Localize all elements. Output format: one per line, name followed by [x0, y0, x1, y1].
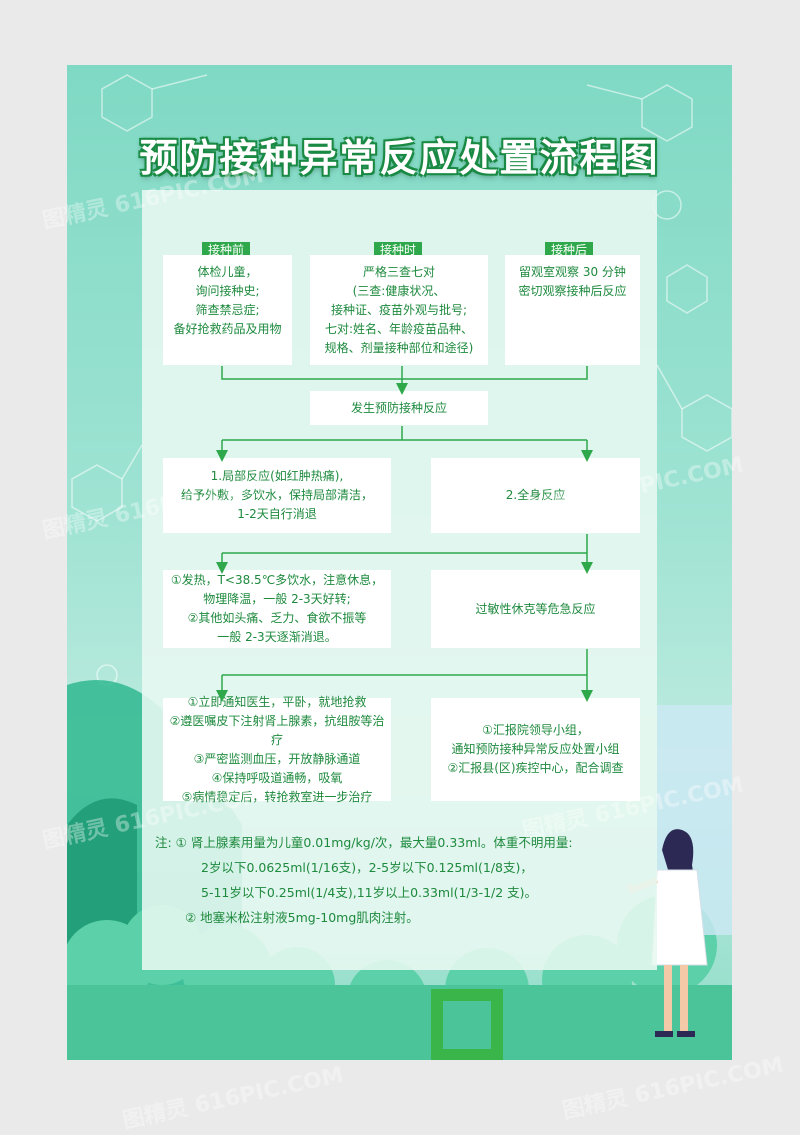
anaphylaxis-label: 过敏性休克等危急反应: [475, 601, 596, 616]
note-line-1: 注: ① 肾上腺素用量为儿童0.01mg/kg/次，最大量0.33ml。体重不明…: [155, 835, 573, 850]
stage-box-during: 严格三查七对 (三查:健康状况、 接种证、疫苗外观与批号; 七对:姓名、年龄疫苗…: [310, 255, 488, 365]
note-line-2: 2岁以下0.0625ml(1/16支)，2-5岁以下0.125ml(1/8支)，: [201, 860, 533, 875]
stage-tag-before: 接种前: [202, 242, 251, 258]
anaphylaxis-box: 过敏性休克等危急反应: [431, 570, 640, 648]
text-line: 通知预防接种异常反应处置小组: [451, 742, 620, 756]
fever-box: ①发热，T<38.5℃多饮水，注意休息， 物理降温，一般 2-3天好转; ②其他…: [163, 570, 391, 648]
stage-tag-after: 接种后: [545, 242, 594, 258]
text-line: 接种证、疫苗外观与批号;: [330, 303, 468, 317]
text-line: 给予外敷，多饮水，保持局部清洁，: [180, 488, 373, 502]
text-line: ④保持呼吸道通畅，吸氧: [211, 770, 343, 785]
text-line: 1-2天自行消退: [237, 507, 317, 521]
text-line: ②遵医嘱皮下注射肾上腺素，抗组胺等治疗: [169, 713, 385, 747]
note-line-4: ② 地塞米松注射液5mg-10mg肌肉注射。: [185, 910, 419, 925]
text-line: ①发热，T<38.5℃多饮水，注意休息，: [170, 573, 384, 587]
watermark: 图精灵 616PIC.COM: [120, 1062, 346, 1135]
text-line: 体检儿童，: [197, 265, 258, 279]
text-line: 筛查禁忌症;: [195, 303, 260, 317]
text-line: ①汇报院领导小组，: [482, 723, 589, 737]
stage-box-before: 体检儿童， 询问接种史; 筛查禁忌症; 备好抢救药品及用物: [163, 255, 292, 365]
rescue-box: ①立即通知医生，平卧，就地抢救 ②遵医嘱皮下注射肾上腺素，抗组胺等治疗 ③严密监…: [163, 695, 391, 804]
page-title: 预防接种异常反应处置流程图: [139, 136, 660, 180]
text-line: 1.局部反应(如红肿热痛),: [210, 469, 344, 483]
text-line: 一般 2-3天逐渐消退。: [217, 630, 337, 644]
systemic-reaction-box: 2.全身反应: [431, 458, 640, 533]
text-line: 留观室观察 30 分钟: [519, 265, 626, 279]
report-box: ①汇报院领导小组， 通知预防接种异常反应处置小组 ②汇报县(区)疾控中心，配合调…: [431, 698, 640, 801]
text-line: 物理降温，一般 2-3天好转;: [203, 592, 351, 606]
text-line: ①立即通知医生，平卧，就地抢救: [187, 694, 367, 709]
text-line: 七对:姓名、年龄疫苗品种、: [324, 322, 474, 336]
text-line: 备好抢救药品及用物: [173, 322, 282, 336]
text-line: ⑤病情稳定后，转抢救室进一步治疗: [181, 789, 373, 804]
note-line-3: 5-11岁以下0.25ml(1/4支),11岁以上0.33ml(1/3-1/2 …: [201, 885, 538, 900]
text-line: 严格三查七对: [362, 265, 435, 279]
text-line: (三查:健康状况、: [352, 284, 446, 298]
text-line: ②其他如头痛、乏力、食欲不振等: [187, 611, 367, 625]
poster: 预防接种异常反应处置流程图 接种前 接种时 接种后 体检儿童， 询问接种史; 筛…: [67, 65, 732, 1060]
text-line: ③严密监测血压，开放静脉通道: [193, 751, 361, 766]
text-line: 规格、剂量接种部位和途径): [324, 341, 474, 355]
notes-section: 注: ① 肾上腺素用量为儿童0.01mg/kg/次，最大量0.33ml。体重不明…: [155, 830, 655, 930]
text-line: 密切观察接种后反应: [518, 284, 627, 298]
stage-tag-during: 接种时: [374, 242, 423, 258]
doctor-figure: [626, 829, 708, 1037]
stage-box-after: 留观室观察 30 分钟 密切观察接种后反应: [505, 255, 640, 365]
text-line: 询问接种史;: [195, 284, 260, 298]
local-reaction-box: 1.局部反应(如红肿热痛), 给予外敷，多饮水，保持局部清洁， 1-2天自行消退: [163, 458, 391, 533]
text-line: ②汇报县(区)疾控中心，配合调查: [447, 761, 624, 775]
reaction-box: 发生预防接种反应: [310, 391, 488, 425]
systemic-label: 2.全身反应: [505, 488, 566, 502]
reaction-label: 发生预防接种反应: [350, 400, 447, 415]
